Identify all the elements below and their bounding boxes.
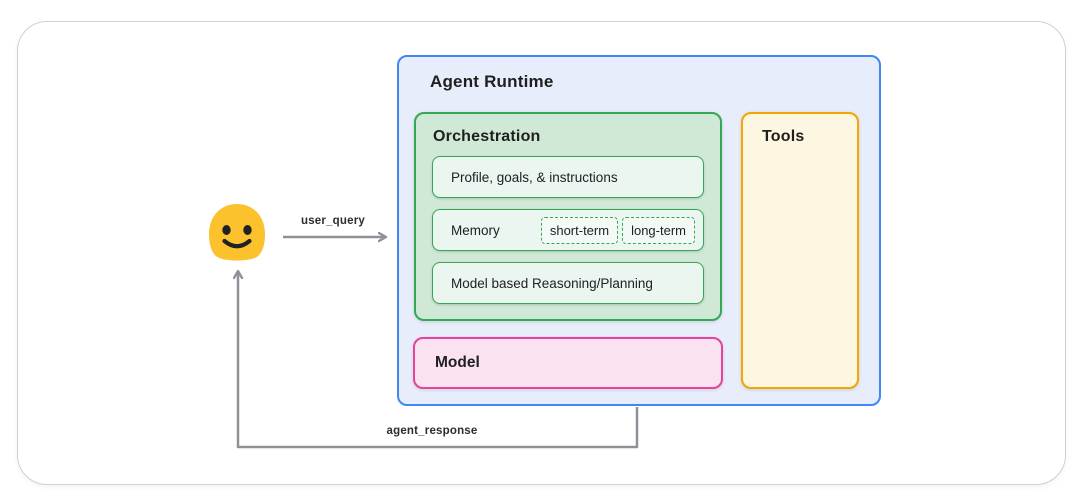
smiley-user-icon — [209, 204, 265, 261]
memory-chips: short-term long-term — [540, 216, 695, 244]
tools-title: Tools — [762, 128, 805, 145]
agent-response-label: agent_response — [386, 425, 478, 437]
orchestration-title: Orchestration — [433, 128, 541, 145]
profile-goals-instructions-box: Profile, goals, & instructions — [432, 156, 704, 198]
model-box: Model — [413, 337, 723, 389]
short-term-chip: short-term — [540, 216, 619, 244]
reasoning-planning-box: Model based Reasoning/Planning — [432, 262, 704, 304]
model-label: Model — [435, 354, 480, 371]
smiley-mouth — [222, 238, 252, 249]
memory-label: Memory — [451, 222, 500, 238]
user-query-label: user_query — [300, 215, 365, 227]
long-term-chip: long-term — [622, 216, 695, 244]
reasoning-planning-label: Model based Reasoning/Planning — [451, 275, 653, 291]
profile-goals-instructions-label: Profile, goals, & instructions — [451, 169, 618, 185]
smiley-right-eye — [243, 225, 252, 235]
tools-box — [741, 112, 859, 389]
memory-box: Memory short-term long-term — [432, 209, 704, 251]
agent-runtime-title: Agent Runtime — [430, 72, 554, 91]
smiley-left-eye — [222, 225, 231, 235]
